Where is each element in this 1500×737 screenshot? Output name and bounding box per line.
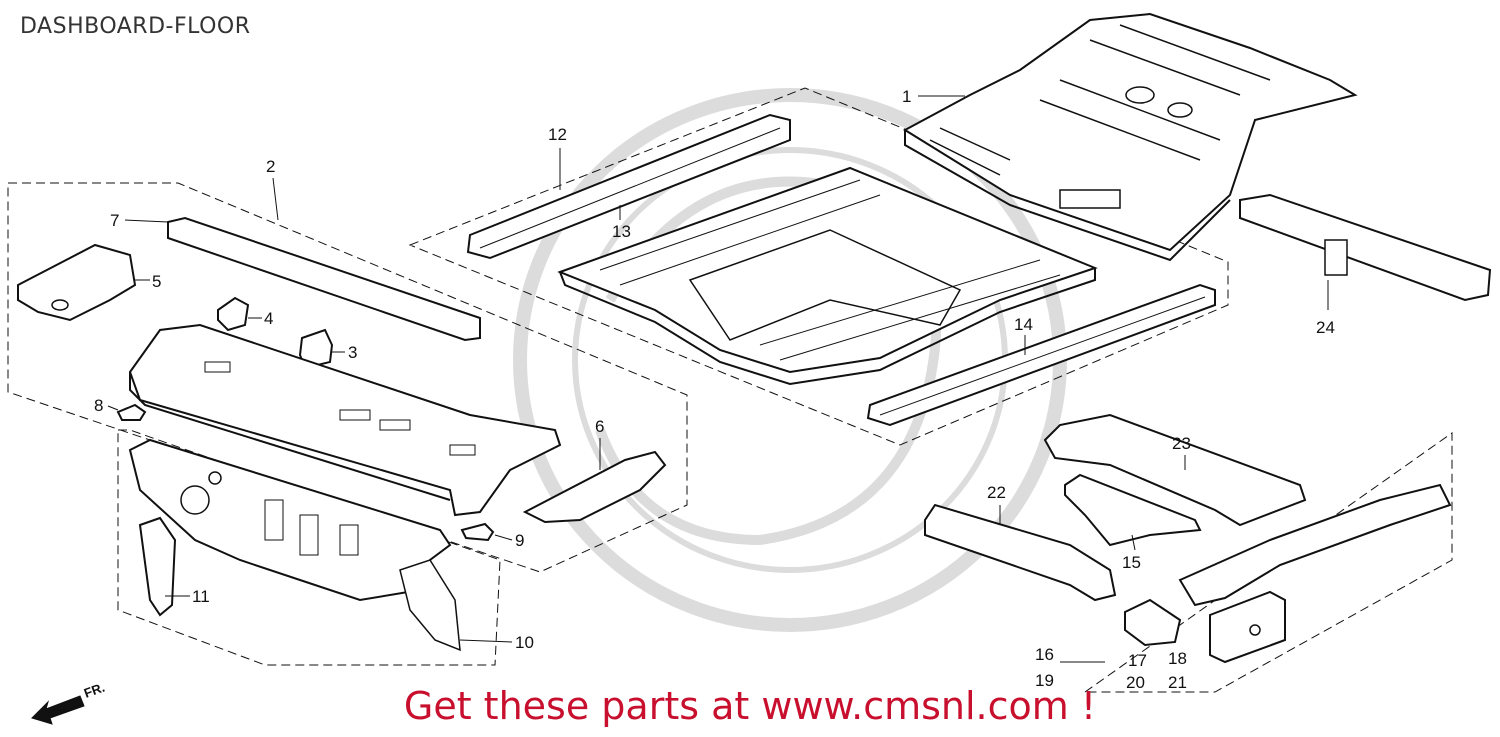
callout-19[interactable]: 19: [1035, 671, 1054, 690]
callout-21[interactable]: 21: [1168, 673, 1187, 692]
part-dashboard-upper: [128, 323, 562, 517]
part-frame-22: [924, 503, 1117, 602]
part-front-floor: [557, 166, 1098, 386]
part-bracket-18: [1209, 590, 1286, 664]
part-rear-floor: [903, 12, 1358, 262]
part-side-sill-left: [466, 113, 791, 260]
callout-6[interactable]: 6: [595, 417, 604, 436]
part-side-sill-right: [866, 283, 1216, 427]
callout-22[interactable]: 22: [987, 483, 1006, 502]
part-bracket-3: [298, 328, 334, 370]
callouts: 1 2 3 4 5 6 7 8 9 10 11 12 13 14 15 16 1…: [94, 87, 1335, 692]
part-pillar-11: [138, 516, 177, 617]
part-bracket-6: [522, 450, 667, 524]
callout-18[interactable]: 18: [1168, 649, 1187, 668]
callout-2[interactable]: 2: [266, 157, 275, 176]
callout-5[interactable]: 5: [152, 272, 161, 291]
callout-7[interactable]: 7: [110, 211, 119, 230]
lower-dash-outline: [117, 429, 501, 666]
callout-17[interactable]: 17: [1128, 651, 1147, 670]
front-direction-marker: FR.: [31, 680, 107, 725]
dashboard-group-outline: [7, 182, 688, 573]
callout-14[interactable]: 14: [1014, 315, 1033, 334]
part-frame-23: [1043, 413, 1307, 527]
part-gusset-9: [460, 522, 495, 542]
part-bracket-5: [17, 243, 137, 322]
part-rear-crossmember: [1239, 193, 1492, 302]
promo-link[interactable]: Get these parts at www.cmsnl.com !: [403, 684, 1097, 728]
callout-15[interactable]: 15: [1122, 553, 1141, 572]
callout-9[interactable]: 9: [515, 531, 524, 550]
part-bracket-17: [1124, 598, 1182, 647]
callout-11[interactable]: 11: [192, 587, 210, 606]
part-dashboard-lower: [128, 438, 461, 652]
part-rear-side-frame: [1178, 483, 1452, 607]
callout-24[interactable]: 24: [1316, 318, 1335, 337]
callout-13[interactable]: 13: [612, 222, 631, 241]
callout-20[interactable]: 20: [1126, 673, 1145, 692]
callout-12[interactable]: 12: [548, 125, 567, 144]
callout-23[interactable]: 23: [1172, 434, 1191, 453]
callout-1[interactable]: 1: [902, 87, 911, 106]
part-bracket-4: [217, 296, 250, 332]
callout-4[interactable]: 4: [264, 309, 273, 328]
floor-group-outline: [408, 87, 1229, 446]
front-label: FR.: [82, 680, 107, 701]
callout-8[interactable]: 8: [94, 396, 103, 415]
callout-3[interactable]: 3: [348, 343, 357, 362]
part-gusset-8: [116, 403, 147, 421]
part-frame-15: [1064, 473, 1202, 547]
page-title: DASHBOARD-FLOOR: [20, 14, 251, 39]
part-cowl-top: [167, 216, 481, 342]
callout-10[interactable]: 10: [515, 633, 534, 652]
callout-16[interactable]: 16: [1035, 645, 1054, 664]
front-arrow-icon: [31, 695, 85, 725]
leader-lines: [107, 95, 1329, 663]
